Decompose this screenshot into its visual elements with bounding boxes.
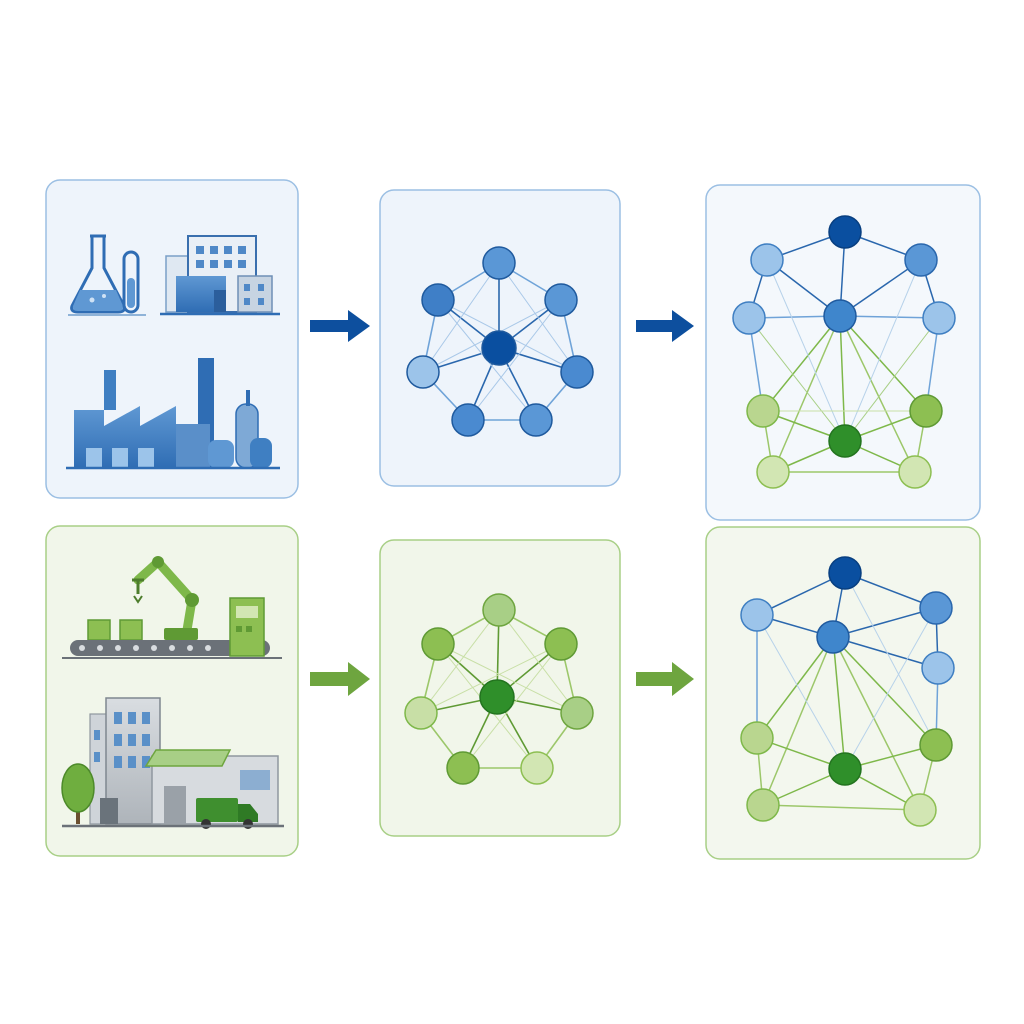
network-node: [519, 403, 553, 437]
network-node: [421, 627, 455, 661]
network-node: [922, 301, 956, 335]
network-node: [903, 793, 937, 827]
machine-terminal-icon: [229, 597, 265, 657]
office-building-icon: [165, 235, 273, 313]
panel-merged-network-bottom: [705, 526, 981, 860]
network-node: [746, 788, 780, 822]
network-node: [560, 696, 594, 730]
network-hub-node: [828, 424, 862, 458]
network-node: [823, 299, 857, 333]
network-node: [421, 283, 455, 317]
network-hub-node: [481, 330, 517, 366]
network-node: [446, 751, 480, 785]
arrow-right-icon: [310, 310, 370, 342]
conveyor-belt-icon: [70, 619, 270, 656]
network-node: [544, 627, 578, 661]
network-node: [740, 721, 774, 755]
arrow-right-icon: [636, 310, 694, 342]
warehouse-icon: [144, 749, 279, 825]
network-node: [904, 243, 938, 277]
network-nodes: [740, 556, 955, 827]
network-hub-node: [828, 556, 862, 590]
network-node: [544, 283, 578, 317]
panel-merged-network-top: [705, 184, 981, 521]
network-node: [520, 751, 554, 785]
panel-industry-illustration: [45, 179, 299, 499]
network-hub-node: [828, 215, 862, 249]
panel-green-network: [379, 539, 621, 837]
network-nodes: [732, 215, 956, 489]
network-hub-node: [828, 752, 862, 786]
network-node: [921, 651, 955, 685]
network-node: [406, 355, 440, 389]
test-tube-icon: [122, 250, 140, 314]
network-nodes: [404, 593, 594, 785]
network-node: [909, 394, 943, 428]
storage-tanks-icon: [208, 390, 272, 469]
factory-icon: [74, 358, 214, 468]
network-node: [750, 243, 784, 277]
network-node: [919, 728, 953, 762]
network-node: [740, 598, 774, 632]
panel-logistics-illustration: [45, 525, 299, 857]
network-node: [404, 696, 438, 730]
robot-arm-icon: [132, 556, 199, 641]
network-node: [560, 355, 594, 389]
arrow-right-icon: [310, 662, 370, 696]
network-node: [898, 455, 932, 489]
tree-icon: [61, 763, 95, 824]
network-node: [451, 403, 485, 437]
panel-blue-network: [379, 189, 621, 487]
network-node: [756, 455, 790, 489]
network-hub-node: [479, 679, 515, 715]
arrow-right-icon: [636, 662, 694, 696]
network-nodes: [406, 246, 594, 437]
network-node: [732, 301, 766, 335]
network-node: [919, 591, 953, 625]
network-node: [816, 620, 850, 654]
network-node: [746, 394, 780, 428]
flask-icon: [70, 234, 126, 314]
network-node: [482, 593, 516, 627]
network-node: [482, 246, 516, 280]
